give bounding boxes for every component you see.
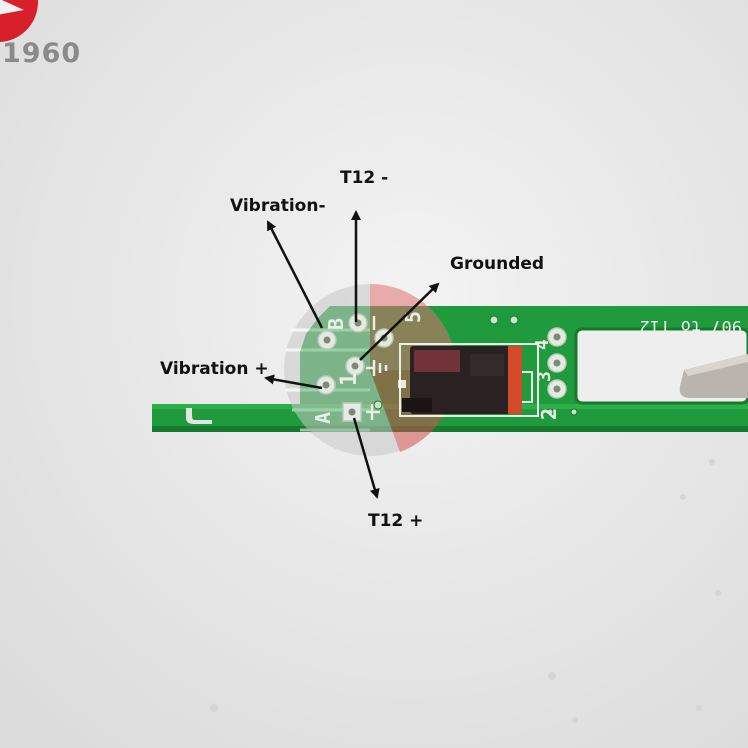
- pad-labels: B A 1 5 2 3 4: [311, 311, 561, 424]
- pad-label-a: A: [311, 412, 335, 424]
- pad-label-b: B: [324, 318, 348, 330]
- arrow-icon: [266, 220, 324, 329]
- arrow-icon: [352, 417, 380, 499]
- label-vibration-minus: Vibration-: [230, 196, 326, 216]
- ground-symbol: [366, 360, 388, 376]
- watermark-text: 1960: [2, 38, 82, 69]
- pad-label-4: 4: [532, 339, 553, 350]
- logo-icon: [0, 0, 38, 42]
- silkscreen-title-text: 907 to T12: [640, 316, 742, 336]
- pad-label-3: 3: [534, 371, 555, 382]
- label-t12-plus: T12 +: [368, 511, 424, 531]
- screen-dots: [210, 459, 721, 723]
- callout-arrows: [264, 210, 440, 499]
- silkscreen-title: 907 to T12: [640, 316, 742, 336]
- pad-label-1: 1: [337, 373, 362, 386]
- label-grounded: Grounded: [450, 254, 545, 274]
- pad-label-2: 2: [537, 408, 561, 420]
- pad-holes: [322, 319, 561, 416]
- plus-symbol: [366, 404, 380, 420]
- arrow-icon: [264, 374, 323, 390]
- label-vibration-plus: Vibration +: [160, 359, 269, 379]
- arrow-icon: [359, 282, 440, 361]
- component-body: [398, 346, 522, 414]
- label-t12-minus: T12 -: [340, 168, 389, 188]
- vias: [373, 315, 578, 416]
